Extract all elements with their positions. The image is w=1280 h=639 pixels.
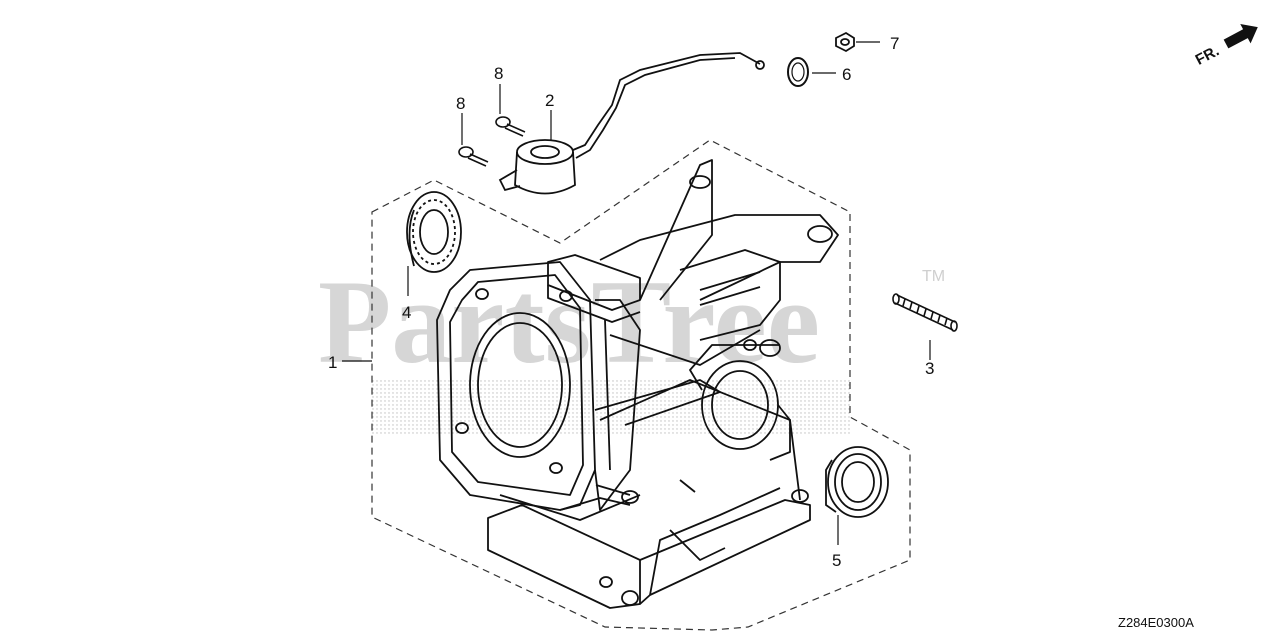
o-ring (787, 57, 809, 87)
watermark: PartsTree TM (318, 255, 945, 436)
callout-8-lower: 8 (456, 94, 465, 113)
front-label: FR. (1193, 42, 1222, 68)
o-ring-inner (791, 62, 805, 82)
diagram-code: Z284E0300A (1118, 615, 1194, 630)
callout-1: 1 (328, 353, 337, 372)
trademark-symbol: TM (922, 268, 945, 285)
callout-7: 7 (890, 34, 899, 53)
assembly-boundary (371, 139, 911, 631)
oil-alert-switch (498, 52, 765, 195)
crankcase-block (436, 159, 839, 609)
callout-6: 6 (842, 65, 851, 84)
callout-3: 3 (925, 359, 934, 378)
flange-bolt-lower (458, 146, 489, 167)
stud-bolt (892, 293, 958, 332)
leader-lines (342, 41, 931, 545)
front-direction-marker: FR. (1193, 23, 1258, 69)
nut (835, 31, 855, 53)
front-arrow-icon (1223, 23, 1258, 49)
callout-8-upper: 8 (494, 64, 503, 83)
flange-bolt-upper (495, 116, 526, 137)
callout-2: 2 (545, 91, 554, 110)
callout-4: 4 (402, 303, 411, 322)
callout-5: 5 (832, 551, 841, 570)
ball-bearing (406, 191, 462, 273)
oil-seal (825, 446, 889, 518)
callouts: 1 2 3 4 5 6 7 8 8 (328, 34, 934, 570)
